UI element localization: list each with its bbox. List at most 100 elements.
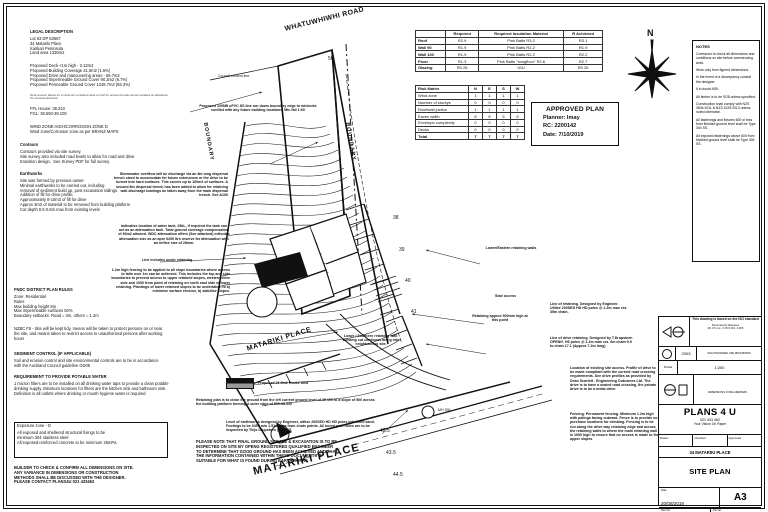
insulation-cell: R1.9 (445, 43, 479, 52)
stamp-date: Date: 7/10/2019 (543, 131, 584, 138)
annotation-stair-access: Stair access (495, 294, 516, 298)
iso-year-row: 2003 UNAUTHORISED USE PROHIBITED (659, 347, 761, 361)
date-label: Date (661, 489, 667, 492)
coverage-lines: Proposed Deck <1m high - 2.12m2 Proposed… (30, 63, 131, 88)
rev-job-row: Rev No. Job No. (659, 508, 761, 512)
contours-heading: Contours (20, 142, 39, 147)
svg-text:40: 40 (405, 278, 411, 284)
risk-matrix-value: 0 (482, 98, 497, 107)
risk-matrix-label: Eaves width (415, 112, 469, 120)
risk-matrix-value: 1 (482, 91, 497, 100)
risk-matrix-title: Risk Matrix (415, 85, 469, 93)
risk-matrix-value: 0 (468, 118, 483, 127)
legal-description-lines: Lot 63 DP 53667 34 Matariki Place Karika… (30, 36, 65, 56)
engineer-note: PLEASE NOTE THAT FINAL GROUND SCRAPE & E… (196, 439, 338, 464)
company-slogan: Your Vision On Paper (693, 422, 727, 426)
risk-matrix-label: Decks (415, 125, 469, 134)
sediment-heading: SEDIMENT CONTROL (IF APPLICABLE) (14, 351, 92, 356)
insulation-cell: Glazing (414, 63, 447, 72)
insulation-cell: Wall 90 (414, 43, 447, 52)
risk-matrix-value: 1 (496, 105, 511, 114)
annotation-stormwater-run: Proposed 100NB uPVC SS line run down bou… (199, 104, 318, 113)
annotation-fencing: Fencing. Permanent fencing. Minimum 1.2m… (570, 412, 659, 442)
risk-matrix-value: 0 (510, 118, 525, 127)
risk-matrix-value: 7 (496, 132, 511, 141)
insulation-cell: R3.1 (563, 36, 603, 45)
notes-panel: NOTES Contractor to check all dimensions… (692, 40, 760, 262)
mm-dimension-text: DIMENSIONS IN MILLIMETERS (707, 390, 748, 394)
title-block: This drawing is based on the ISO standar… (658, 316, 762, 512)
drawn-col: Drawn (659, 435, 694, 446)
insulation-cell: IGU (477, 63, 565, 72)
risk-matrix-header: S (496, 85, 511, 93)
insulation-cell: Pink Batts R2.2 (477, 50, 565, 59)
company-phone: 021 433 462 (700, 418, 720, 422)
insulation-header: R Achieved (563, 30, 603, 38)
notes-items: Contractor to check all dimensions and c… (696, 52, 756, 147)
risk-matrix-value: 7 (468, 132, 483, 141)
svg-text:41: 41 (411, 309, 417, 315)
insulation-cell: Floor (414, 57, 447, 65)
sediment-text: Soil and erosion control and site enviro… (14, 358, 160, 368)
risk-matrix-value: 5 (482, 112, 497, 120)
risk-matrix-value: 1 (510, 105, 525, 114)
insulation-cell: R1.9 (563, 43, 603, 52)
annotation-lower-southern: Lower / Southern retaining wall. Existin… (342, 334, 401, 347)
annotation-existing-access: Location of existing site access. Profil… (570, 366, 658, 392)
approved-col: Approved (728, 436, 742, 440)
risk-matrix-value: 0 (468, 125, 483, 134)
annotation-retaining-approx: Retaining approx 500mm high at this poin… (472, 314, 529, 323)
tolerance-label: Dimensional Tolerance (711, 323, 740, 327)
svg-text:43.5: 43.5 (386, 450, 396, 456)
logo-row: DIMENSIONS IN MILLIMETERS (659, 375, 761, 405)
notes-heading: NOTES (696, 44, 710, 49)
insulation-cell: R2.9 (445, 36, 479, 45)
fndc-lines: Zone: Residential Rules Max building hei… (14, 294, 99, 319)
earthworks-lines: Site was formed by previous owner. Minim… (20, 178, 131, 212)
date-cell: Date 20/08/2019 (659, 488, 720, 507)
risk-matrix-header: N (468, 85, 483, 93)
insulation-header: Required Insulation Material (477, 30, 565, 38)
unauthorised-use-text: UNAUTHORISED USE PROHIBITED (707, 352, 751, 355)
insulation-cell: R2.2 (563, 50, 603, 59)
signoff-row: Drawn Checked Approved (659, 435, 761, 447)
risk-matrix-header: E (482, 85, 497, 93)
council-effluent-label: Council effluent line. (218, 74, 251, 78)
annotation-line-of-drive: Line of drive retaining. Designed by T.D… (550, 336, 634, 349)
stamp-heading: APPROVED PLAN (545, 106, 605, 113)
fndc-heading: FNDC DISTRICT PLAN RULES (14, 287, 73, 292)
iso-year: 2003 (676, 347, 697, 360)
iso-circle-icon (659, 347, 676, 360)
risk-matrix-label: Wind zone (415, 91, 469, 100)
insulation-header: Required (445, 30, 479, 38)
note-item: Construction shall comply with NZS 3604:… (696, 101, 751, 115)
risk-matrix-value: 0 (496, 125, 511, 134)
insulation-cell: R1.9 (445, 50, 479, 59)
svg-text:45: 45 (272, 278, 278, 284)
risk-matrix-header: W (510, 85, 525, 93)
note-item: All fastenings and fixtures 600 or less … (696, 117, 756, 131)
annotation-water-tank: Indicative location of water tank, 25kL,… (118, 224, 231, 245)
potable-heading: REQUIREMENT TO PROVIDE POTABLE WATER (14, 374, 107, 379)
annotation-stormwater-disperse: Stormwater overflow will be discharge vi… (113, 172, 229, 198)
company-brand: PLANS 4 U 021 433 462 Your Vision On Pap… (659, 405, 761, 435)
wind-zone: WIND ZONE HIGH/CORROSION ZONE D Wind zon… (30, 124, 119, 134)
note-item: Contractor to check all dimensions and c… (696, 52, 755, 65)
tolerance-values: M1 0.5 mm 0.05 0.001 0.005 (707, 327, 744, 331)
risk-matrix-label: Envelope complexity (415, 118, 469, 127)
annotation-footing: Level of earthworks designed by Engineer… (226, 420, 376, 433)
insulation-cell: Pink Batts "snugfloor" R2.6 (477, 57, 565, 65)
risk-matrix-value: 1 (468, 105, 483, 114)
svg-text:38: 38 (393, 215, 399, 221)
insulation-cell: R0.26 (563, 63, 603, 72)
